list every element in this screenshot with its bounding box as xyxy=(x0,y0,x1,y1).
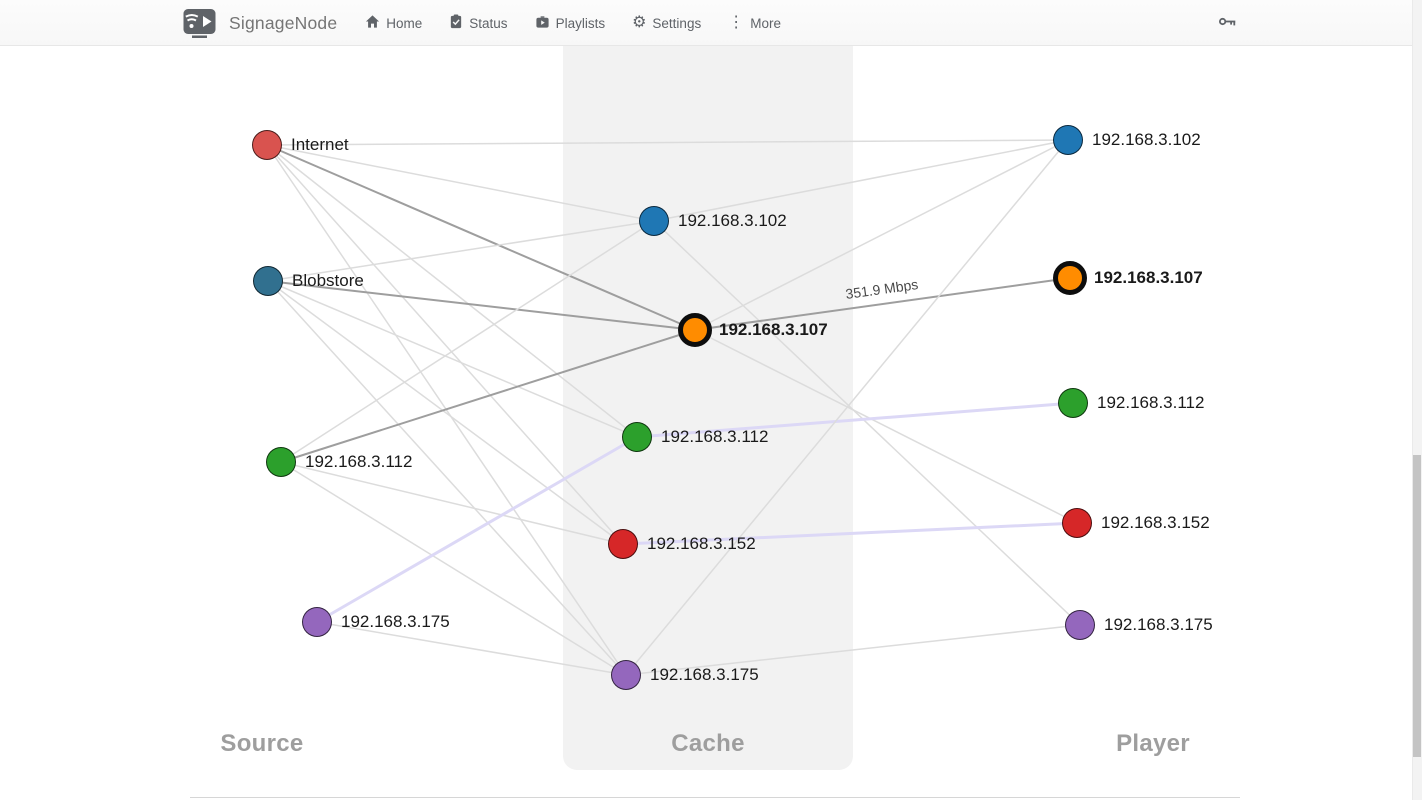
node-label-player-152: 192.168.3.152 xyxy=(1101,513,1210,532)
cast-play-logo-icon xyxy=(183,8,216,38)
node-label-cache-175: 192.168.3.175 xyxy=(650,665,759,684)
status-icon xyxy=(449,14,463,32)
column-label-cache: Cache xyxy=(671,730,745,757)
edge-src-112-cache-102 xyxy=(280,220,655,463)
key-icon[interactable] xyxy=(1218,14,1236,32)
more-kebab-icon: ⋮ xyxy=(728,14,745,31)
nav-menu: Home Status xyxy=(365,14,781,32)
node-label-src-blobstore: Blobstore xyxy=(292,271,364,290)
page-scrollbar-track xyxy=(1412,0,1422,800)
node-cache-152[interactable] xyxy=(608,529,638,559)
edge-src-112-cache-175 xyxy=(280,461,627,676)
nav-item-status[interactable]: Status xyxy=(449,14,508,32)
edge-src-blobstore-cache-107 xyxy=(267,280,696,331)
app-title: SignageNode xyxy=(229,12,338,33)
node-src-blobstore[interactable] xyxy=(253,266,283,296)
node-label-player-175: 192.168.3.175 xyxy=(1104,615,1213,634)
nav-item-settings[interactable]: ⚙ Settings xyxy=(632,15,701,31)
edge-cache-107-player-102 xyxy=(694,139,1069,331)
node-player-112[interactable] xyxy=(1058,388,1088,418)
node-player-175[interactable] xyxy=(1065,610,1095,640)
nav-item-home[interactable]: Home xyxy=(365,14,422,32)
edge-cache-102-player-102 xyxy=(653,139,1069,222)
node-label-cache-112: 192.168.3.112 xyxy=(661,427,769,446)
node-label-cache-152: 192.168.3.152 xyxy=(647,534,756,553)
node-player-102[interactable] xyxy=(1053,125,1083,155)
edge-cache-107-player-107 xyxy=(694,277,1071,331)
edge-src-175-cache-175 xyxy=(316,621,627,676)
nav-item-playlists[interactable]: Playlists xyxy=(535,14,606,32)
edge-cache-102-player-175 xyxy=(653,220,1081,626)
nav-item-more[interactable]: ⋮ More xyxy=(728,15,781,31)
node-src-internet[interactable] xyxy=(252,130,282,160)
edge-bandwidth-label: 351.9 Mbps xyxy=(844,276,919,302)
nav-label-playlists: Playlists xyxy=(555,15,606,31)
edge-src-internet-player-102 xyxy=(266,139,1069,146)
page-scrollbar-thumb[interactable] xyxy=(1413,455,1421,757)
edge-src-blobstore-cache-175 xyxy=(267,280,627,676)
edge-src-internet-cache-152 xyxy=(266,144,624,545)
nav-label-more: More xyxy=(750,15,781,31)
node-label-src-112: 192.168.3.112 xyxy=(305,452,413,471)
node-label-cache-107: 192.168.3.107 xyxy=(719,320,828,339)
node-label-player-112: 192.168.3.112 xyxy=(1097,393,1205,412)
node-src-112[interactable] xyxy=(266,447,296,477)
edge-cache-112-player-112 xyxy=(636,401,1074,439)
edge-cache-175-player-102 xyxy=(625,139,1069,676)
edge-cache-107-player-152 xyxy=(694,329,1078,524)
edge-src-112-cache-152 xyxy=(280,461,624,545)
nav-label-status: Status xyxy=(469,15,508,31)
node-cache-175[interactable] xyxy=(611,660,641,690)
nav-label-home: Home xyxy=(386,15,423,31)
column-label-source: Source xyxy=(220,730,304,757)
node-src-175[interactable] xyxy=(302,607,332,637)
nav-label-settings: Settings xyxy=(652,15,702,31)
cache-column-band xyxy=(563,46,853,770)
edge-src-175-cache-112 xyxy=(316,435,638,624)
edge-src-internet-cache-112 xyxy=(266,144,638,438)
node-cache-102[interactable] xyxy=(639,206,669,236)
brand-link[interactable]: SignageNode xyxy=(183,8,337,38)
home-icon xyxy=(365,14,380,32)
node-label-player-102: 192.168.3.102 xyxy=(1092,130,1201,149)
column-label-player: Player xyxy=(1116,730,1190,757)
edge-src-blobstore-cache-102 xyxy=(267,220,655,282)
node-player-107[interactable] xyxy=(1053,261,1087,295)
edge-cache-175-player-175 xyxy=(625,624,1081,676)
edge-src-blobstore-cache-152 xyxy=(267,280,624,545)
node-cache-112[interactable] xyxy=(622,422,652,452)
edge-src-internet-cache-107 xyxy=(266,144,696,331)
next-section-border xyxy=(190,797,1240,798)
node-player-152[interactable] xyxy=(1062,508,1092,538)
node-label-src-internet: Internet xyxy=(291,135,349,154)
edge-src-blobstore-cache-112 xyxy=(267,280,638,438)
top-navbar: SignageNode Home Stat xyxy=(0,0,1422,46)
settings-gear-icon: ⚙ xyxy=(632,14,647,31)
node-label-src-175: 192.168.3.175 xyxy=(341,612,450,631)
edge-src-112-cache-107 xyxy=(280,329,696,463)
node-cache-107[interactable] xyxy=(678,313,712,347)
edge-src-internet-cache-102 xyxy=(266,144,655,222)
node-label-cache-102: 192.168.3.102 xyxy=(678,211,787,230)
node-label-player-107: 192.168.3.107 xyxy=(1094,268,1203,287)
edge-cache-152-player-152 xyxy=(622,521,1078,546)
playlists-icon xyxy=(535,14,550,32)
